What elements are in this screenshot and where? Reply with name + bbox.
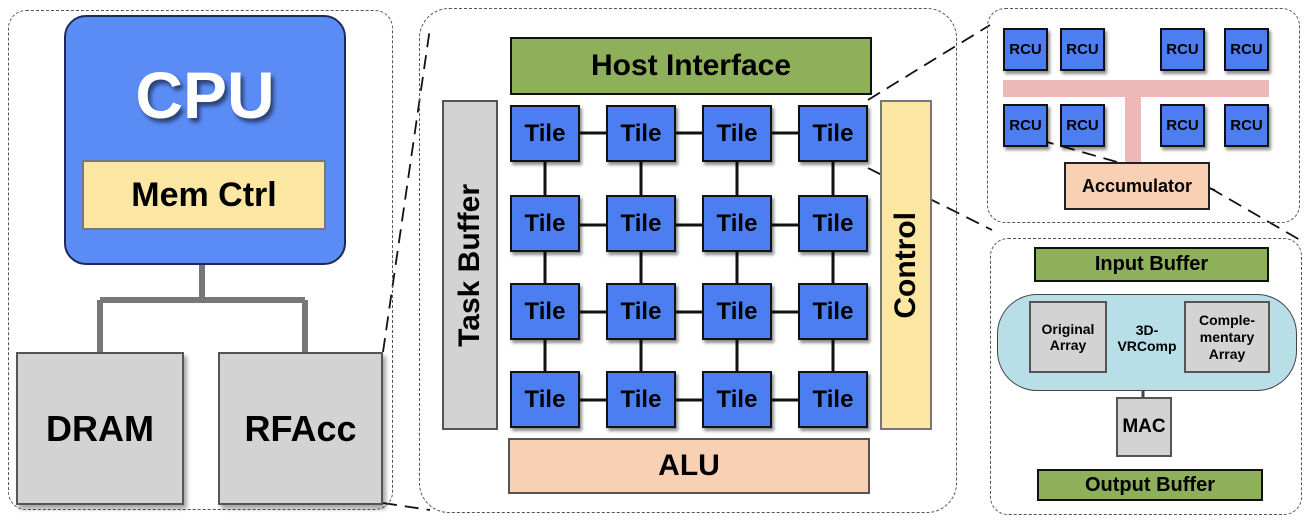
- tile: Tile: [606, 105, 676, 162]
- tile-detail-panel: [987, 8, 1300, 223]
- mem-ctrl-block: Mem Ctrl: [82, 160, 326, 230]
- tile-label: Tile: [524, 209, 566, 237]
- tile: Tile: [606, 371, 676, 428]
- rcu-block: RCU: [1060, 104, 1105, 147]
- control-block: Control: [880, 100, 932, 430]
- input-buffer-block: Input Buffer: [1034, 247, 1269, 282]
- tile-label: Tile: [716, 385, 758, 413]
- control-label: Control: [889, 211, 922, 319]
- rfacc-block: RFAcc: [218, 352, 383, 505]
- tile: Tile: [702, 283, 772, 340]
- rcu-label: RCU: [1066, 117, 1099, 134]
- accumulator-label: Accumulator: [1081, 175, 1193, 196]
- complementary-array-block: Comple- mentary Array: [1184, 301, 1270, 373]
- rcu-detail-panel: [990, 238, 1302, 515]
- tile-label: Tile: [812, 385, 854, 413]
- rcu-block: RCU: [1003, 104, 1048, 147]
- tile: Tile: [510, 283, 580, 340]
- tile: Tile: [702, 195, 772, 252]
- host-interface-label: Host Interface: [590, 49, 792, 82]
- host-interface-block: Host Interface: [510, 37, 872, 95]
- tile: Tile: [798, 371, 868, 428]
- tile-label: Tile: [524, 297, 566, 325]
- tile-label: Tile: [620, 209, 662, 237]
- tile-label: Tile: [524, 385, 566, 413]
- rcu-label: RCU: [1166, 117, 1199, 134]
- tile: Tile: [510, 195, 580, 252]
- zoom-lines: [382, 24, 1301, 511]
- rcu-block: RCU: [1224, 104, 1269, 147]
- rcu-label: RCU: [1166, 41, 1199, 58]
- alu-label: ALU: [658, 449, 720, 482]
- task-buffer-label: Task Buffer: [453, 183, 486, 347]
- tile-label: Tile: [812, 209, 854, 237]
- rcu-label: RCU: [1230, 117, 1263, 134]
- original-array-block: Original Array: [1029, 301, 1107, 373]
- dram-label: DRAM: [46, 407, 154, 449]
- tile-label: Tile: [812, 297, 854, 325]
- tile: Tile: [510, 105, 580, 162]
- complementary-array-label-line1: Comple-: [1199, 311, 1255, 328]
- dram-block: DRAM: [16, 352, 184, 505]
- tile: Tile: [702, 371, 772, 428]
- tile-label: Tile: [620, 297, 662, 325]
- rcu-block: RCU: [1003, 28, 1048, 71]
- system-panel: [8, 10, 393, 510]
- rcu-block: RCU: [1160, 28, 1205, 71]
- rcu-label: RCU: [1066, 41, 1099, 58]
- vrcomp-label-line1: 3D-: [1135, 322, 1159, 338]
- tile-label: Tile: [716, 209, 758, 237]
- cpu-label: CPU: [135, 58, 275, 132]
- mem-ctrl-label: Mem Ctrl: [131, 175, 277, 214]
- tile-label: Tile: [524, 119, 566, 147]
- tile: Tile: [606, 195, 676, 252]
- tile: Tile: [798, 283, 868, 340]
- accelerator-panel: [419, 8, 957, 513]
- original-array-label-line2: Array: [1049, 337, 1087, 353]
- task-buffer-block: Task Buffer: [442, 100, 498, 430]
- tile-label: Tile: [620, 385, 662, 413]
- tile-label: Tile: [716, 119, 758, 147]
- output-buffer-label: Output Buffer: [1085, 473, 1215, 496]
- tile-label: Tile: [716, 297, 758, 325]
- accumulator-block: Accumulator: [1064, 162, 1210, 210]
- tile-mesh: [543, 131, 837, 402]
- rcu-label: RCU: [1230, 41, 1263, 58]
- rcu-block: RCU: [1224, 28, 1269, 71]
- tile-label: Tile: [620, 119, 662, 147]
- vrcomp-label-line2: VRComp: [1117, 338, 1177, 354]
- tile: Tile: [702, 105, 772, 162]
- mac-block: MAC: [1116, 397, 1172, 457]
- rcu-label: RCU: [1009, 41, 1042, 58]
- tile: Tile: [606, 283, 676, 340]
- input-buffer-label: Input Buffer: [1094, 253, 1209, 275]
- rcu-label: RCU: [1009, 117, 1042, 134]
- vrcomp-label: 3D- VRComp: [1110, 318, 1184, 358]
- rfacc-label: RFAcc: [244, 407, 357, 449]
- original-array-label-line1: Original: [1041, 321, 1095, 337]
- rcu-block: RCU: [1160, 104, 1205, 147]
- complementary-array-label-line3: Array: [1208, 345, 1246, 362]
- rcu-rail: [1003, 80, 1269, 162]
- tile-label: Tile: [812, 119, 854, 147]
- complementary-array-label-line2: mentary: [1199, 328, 1255, 345]
- output-buffer-block: Output Buffer: [1037, 469, 1263, 501]
- tile: Tile: [510, 371, 580, 428]
- alu-block: ALU: [508, 438, 870, 494]
- tile: Tile: [798, 105, 868, 162]
- rcu-block: RCU: [1060, 28, 1105, 71]
- mac-label: MAC: [1122, 416, 1166, 437]
- tile: Tile: [798, 195, 868, 252]
